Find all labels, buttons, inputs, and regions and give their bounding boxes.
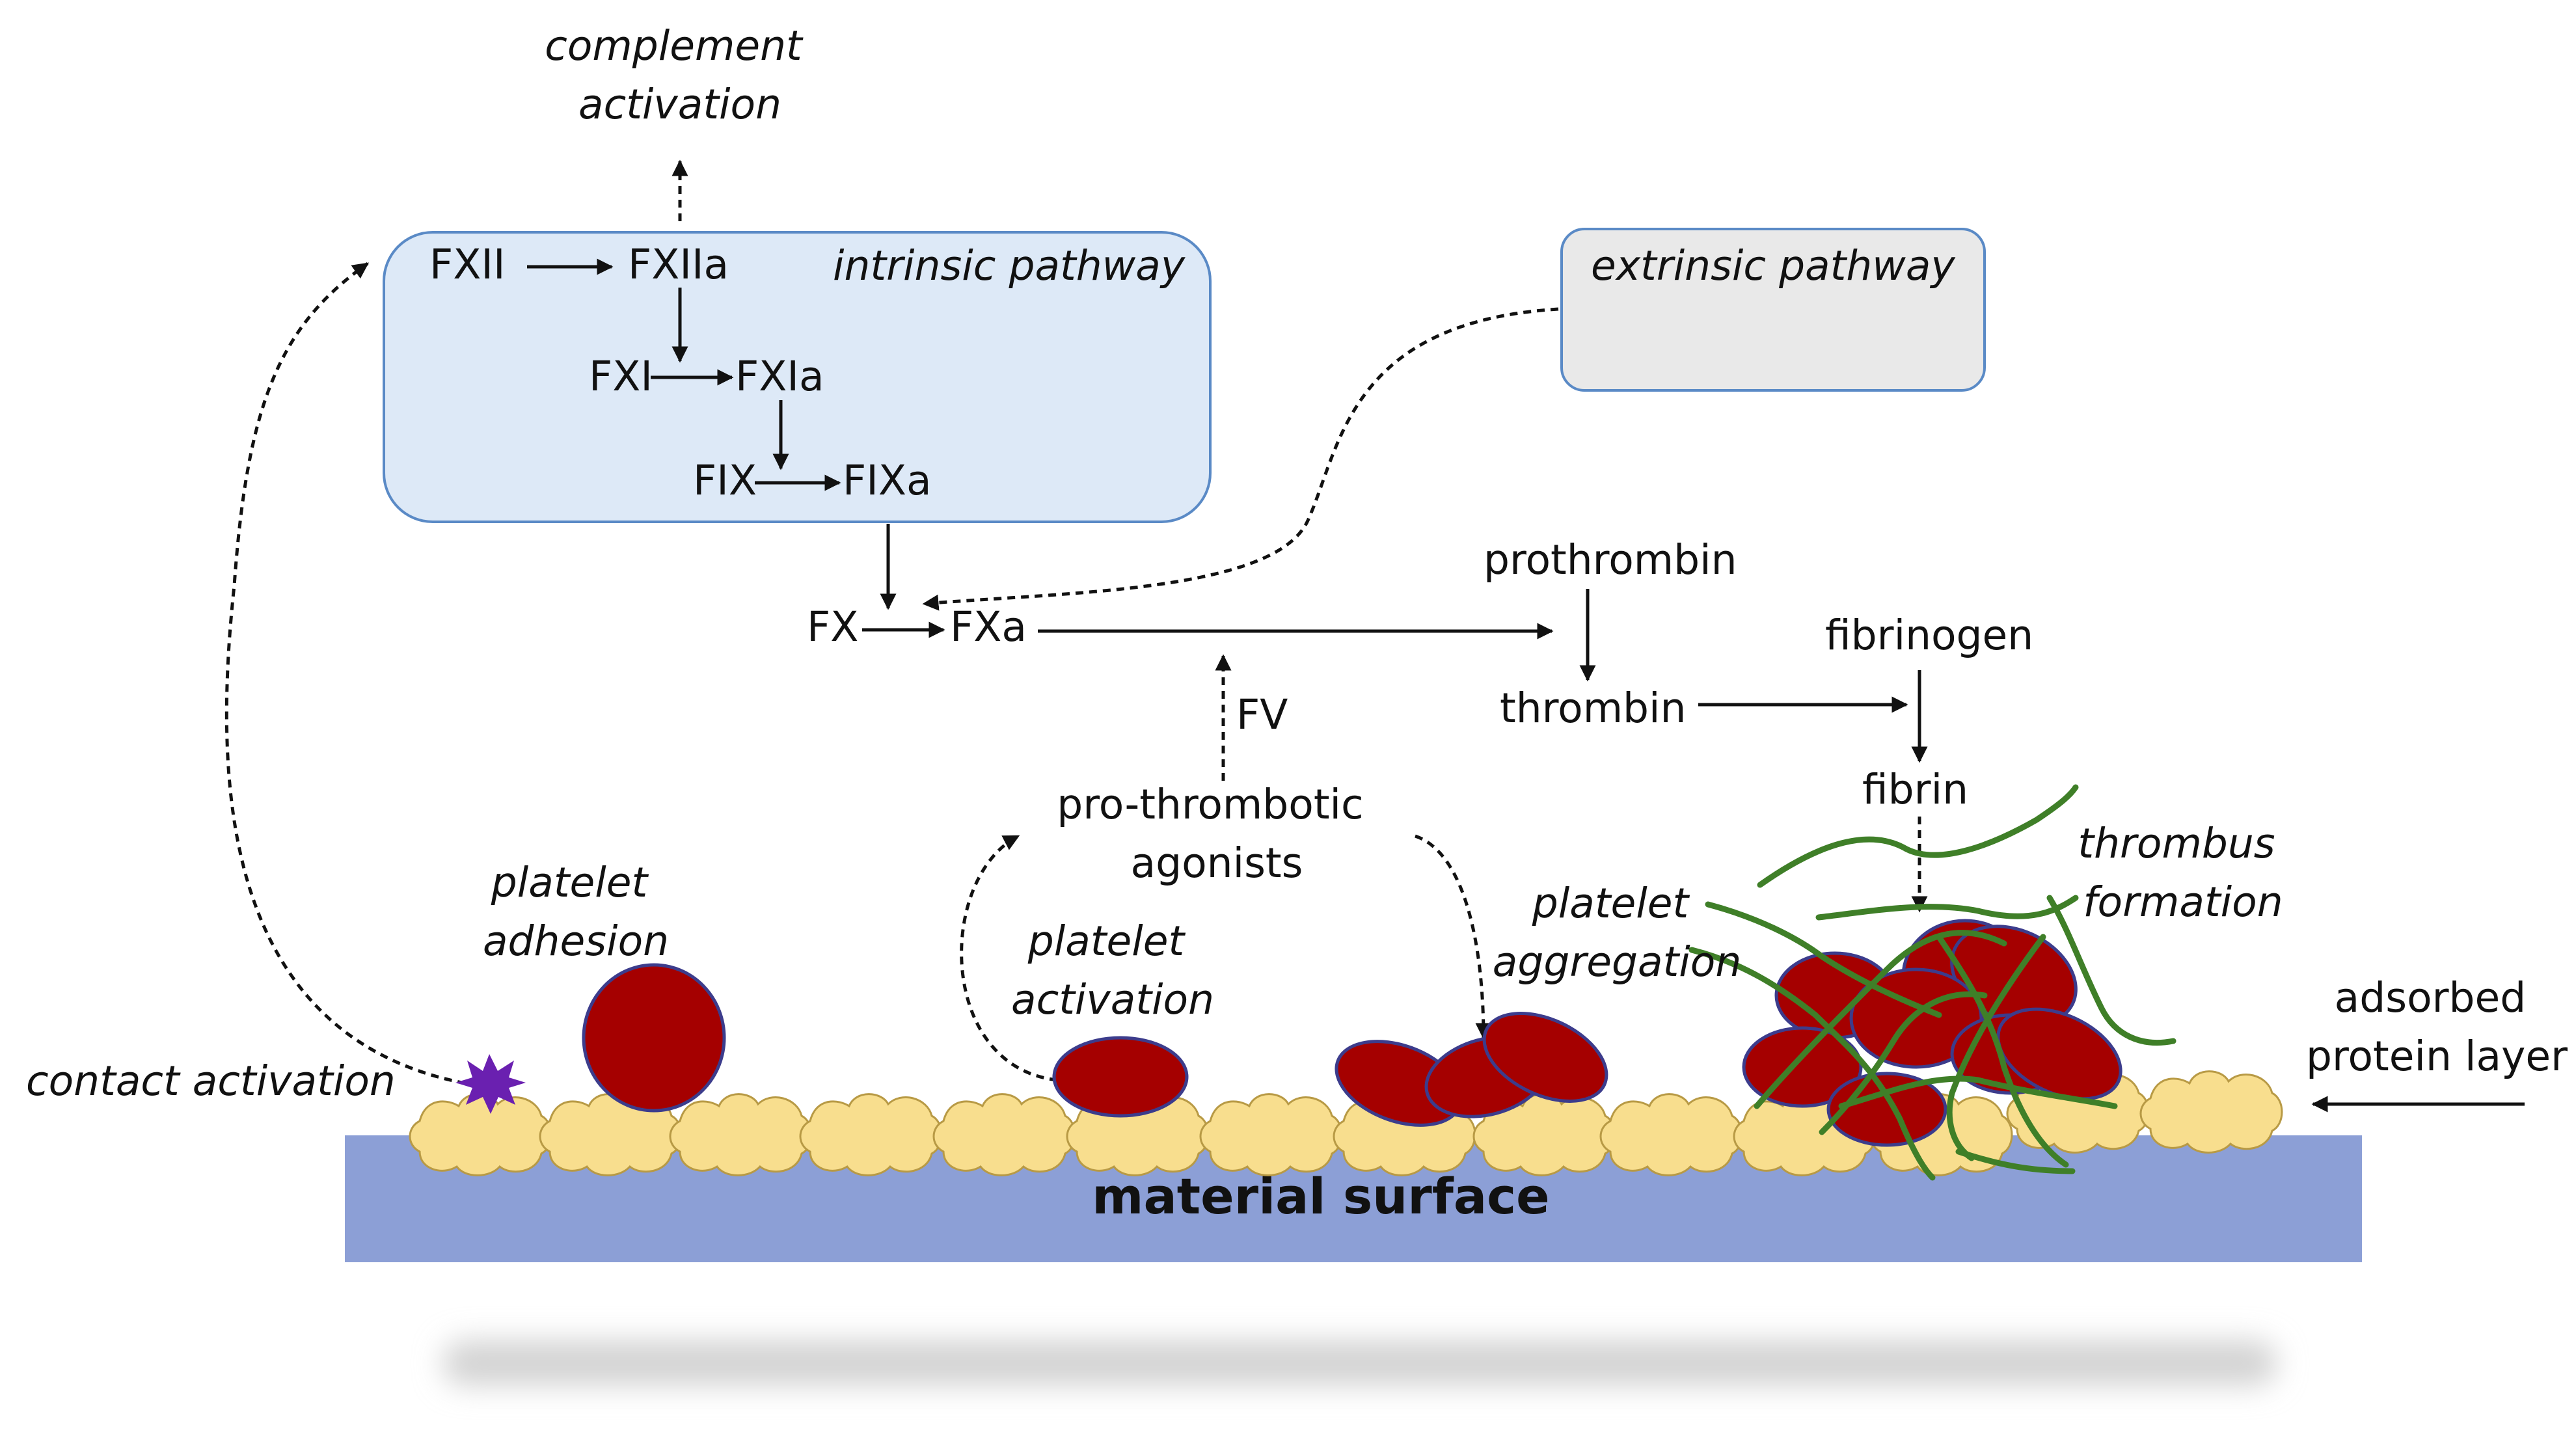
fibrinogen-label: fibrinogen (1825, 612, 2033, 659)
extrinsic-pathway-label: extrinsic pathway (1591, 242, 1955, 290)
intrinsic-pathway-label: intrinsic pathway (833, 242, 1186, 290)
arrow-contact-to-fxii (224, 262, 466, 1085)
pro-thrombotic-agonists-label: pro-thrombotic agonists (1057, 781, 1376, 887)
fibrin-strand (1688, 947, 1936, 1181)
intrinsic-arrows (527, 258, 897, 610)
fibrin-strand (1946, 934, 2046, 1161)
contact-activation-star (455, 1054, 526, 1114)
arrow-extrinsic-to-fx (922, 307, 1559, 611)
protein-blob (932, 1093, 1076, 1176)
protein-blob (1199, 1093, 1343, 1176)
platelet-thrombus (1996, 1007, 2122, 1101)
extrinsic-pathway-box (1560, 228, 1986, 392)
fibrin-strand (1819, 991, 1988, 1135)
fx-label: FX (807, 603, 858, 651)
platelet-aggregation-label: platelet aggregation (1493, 880, 1742, 986)
complement-activation-label: complement activation (545, 22, 815, 128)
arrow-activation-to-agonists (960, 834, 1058, 1082)
platelet-adhesion-label: platelet adhesion (483, 859, 669, 965)
arrow-agonists-to-aggregation (1415, 834, 1492, 1040)
platelet-activation-label: platelet activation (1011, 917, 1214, 1023)
fxi-label: FXI (589, 353, 653, 400)
fv-label: FV (1236, 691, 1288, 738)
platelets (582, 919, 2122, 1147)
fxiia-label: FXIIa (628, 241, 729, 288)
material-surface-label: material surface (1092, 1167, 1549, 1225)
protein-blob (669, 1093, 813, 1176)
fibrin-strand (1815, 895, 2079, 921)
fibrin-strand (1838, 1076, 2118, 1109)
intrinsic-pathway-box (383, 231, 1212, 523)
platelet-aggregate (1482, 1012, 1608, 1103)
fix-label: FIX (693, 457, 757, 504)
fibrin-strand (1757, 784, 2079, 888)
adsorbed-protein-layer-label: adsorbed protein layer (2306, 974, 2568, 1080)
protein-blob (1599, 1093, 1743, 1176)
fxa-label: FXa (950, 603, 1027, 651)
fibrin-strand (1705, 901, 1942, 1018)
platelet-adhered (582, 963, 726, 1113)
fxii-label: FXII (429, 241, 506, 288)
fibrin-strand (1936, 934, 2069, 1168)
surface-shadow (442, 1340, 2277, 1386)
protein-blob (799, 1093, 943, 1176)
contact-activation-label: contact activation (26, 1057, 396, 1105)
fibrin-strand (2046, 895, 2176, 1046)
fixa-label: FIXa (843, 457, 932, 504)
protein-blob (2139, 1070, 2283, 1154)
fibrin-label: fibrin (1862, 766, 1968, 813)
platelet-activated (1052, 1036, 1189, 1118)
fibrin-strand (1754, 930, 2007, 1109)
fxia-label: FXIa (735, 353, 824, 400)
prothrombin-label: prothrombin (1484, 536, 1737, 584)
protein-blob (409, 1093, 552, 1176)
thrombus-formation-label: thrombus formation (2078, 820, 2288, 926)
fibrin-mesh (1688, 784, 2176, 1181)
thrombin-label: thrombin (1500, 684, 1686, 732)
